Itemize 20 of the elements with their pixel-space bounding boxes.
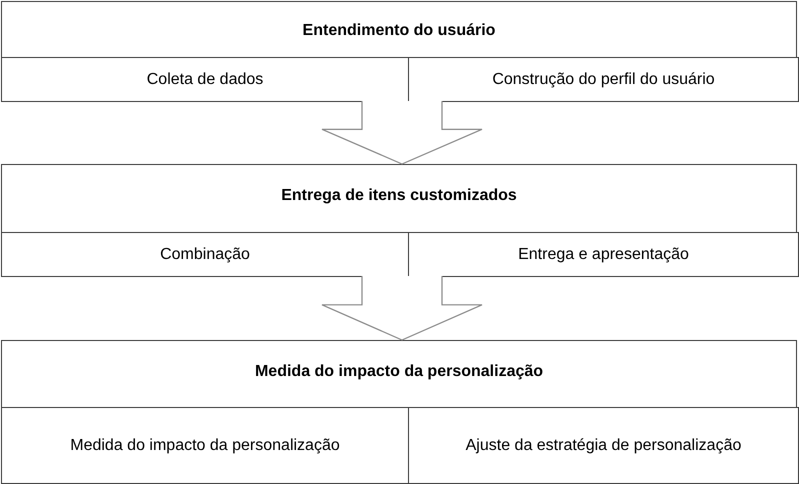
step-label: Construção do perfil do usuário [492, 70, 715, 88]
stage-heading: Entrega de itens customizados [280, 187, 518, 205]
block-arrow [321, 100, 483, 165]
step-box [1, 57, 409, 102]
step-label: Combinação [160, 246, 250, 264]
stage-box [1, 1, 797, 101]
step-label: Coleta de dados [146, 70, 264, 88]
step-box [1, 232, 409, 277]
step-box [408, 57, 799, 102]
stage-box [1, 164, 797, 276]
stage-heading: Medida do impacto da personalização [254, 363, 544, 381]
step-label: Medida do impacto da personalização [70, 436, 340, 454]
stage-heading: Entendimento do usuário [302, 22, 496, 40]
step-box [1, 407, 409, 484]
step-label: Ajuste da estratégia de personalização [466, 436, 742, 454]
step-box [408, 407, 799, 484]
stage-box [1, 340, 797, 483]
block-arrow [321, 275, 483, 341]
step-box [408, 232, 799, 277]
step-label: Entrega e apresentação [518, 246, 689, 264]
